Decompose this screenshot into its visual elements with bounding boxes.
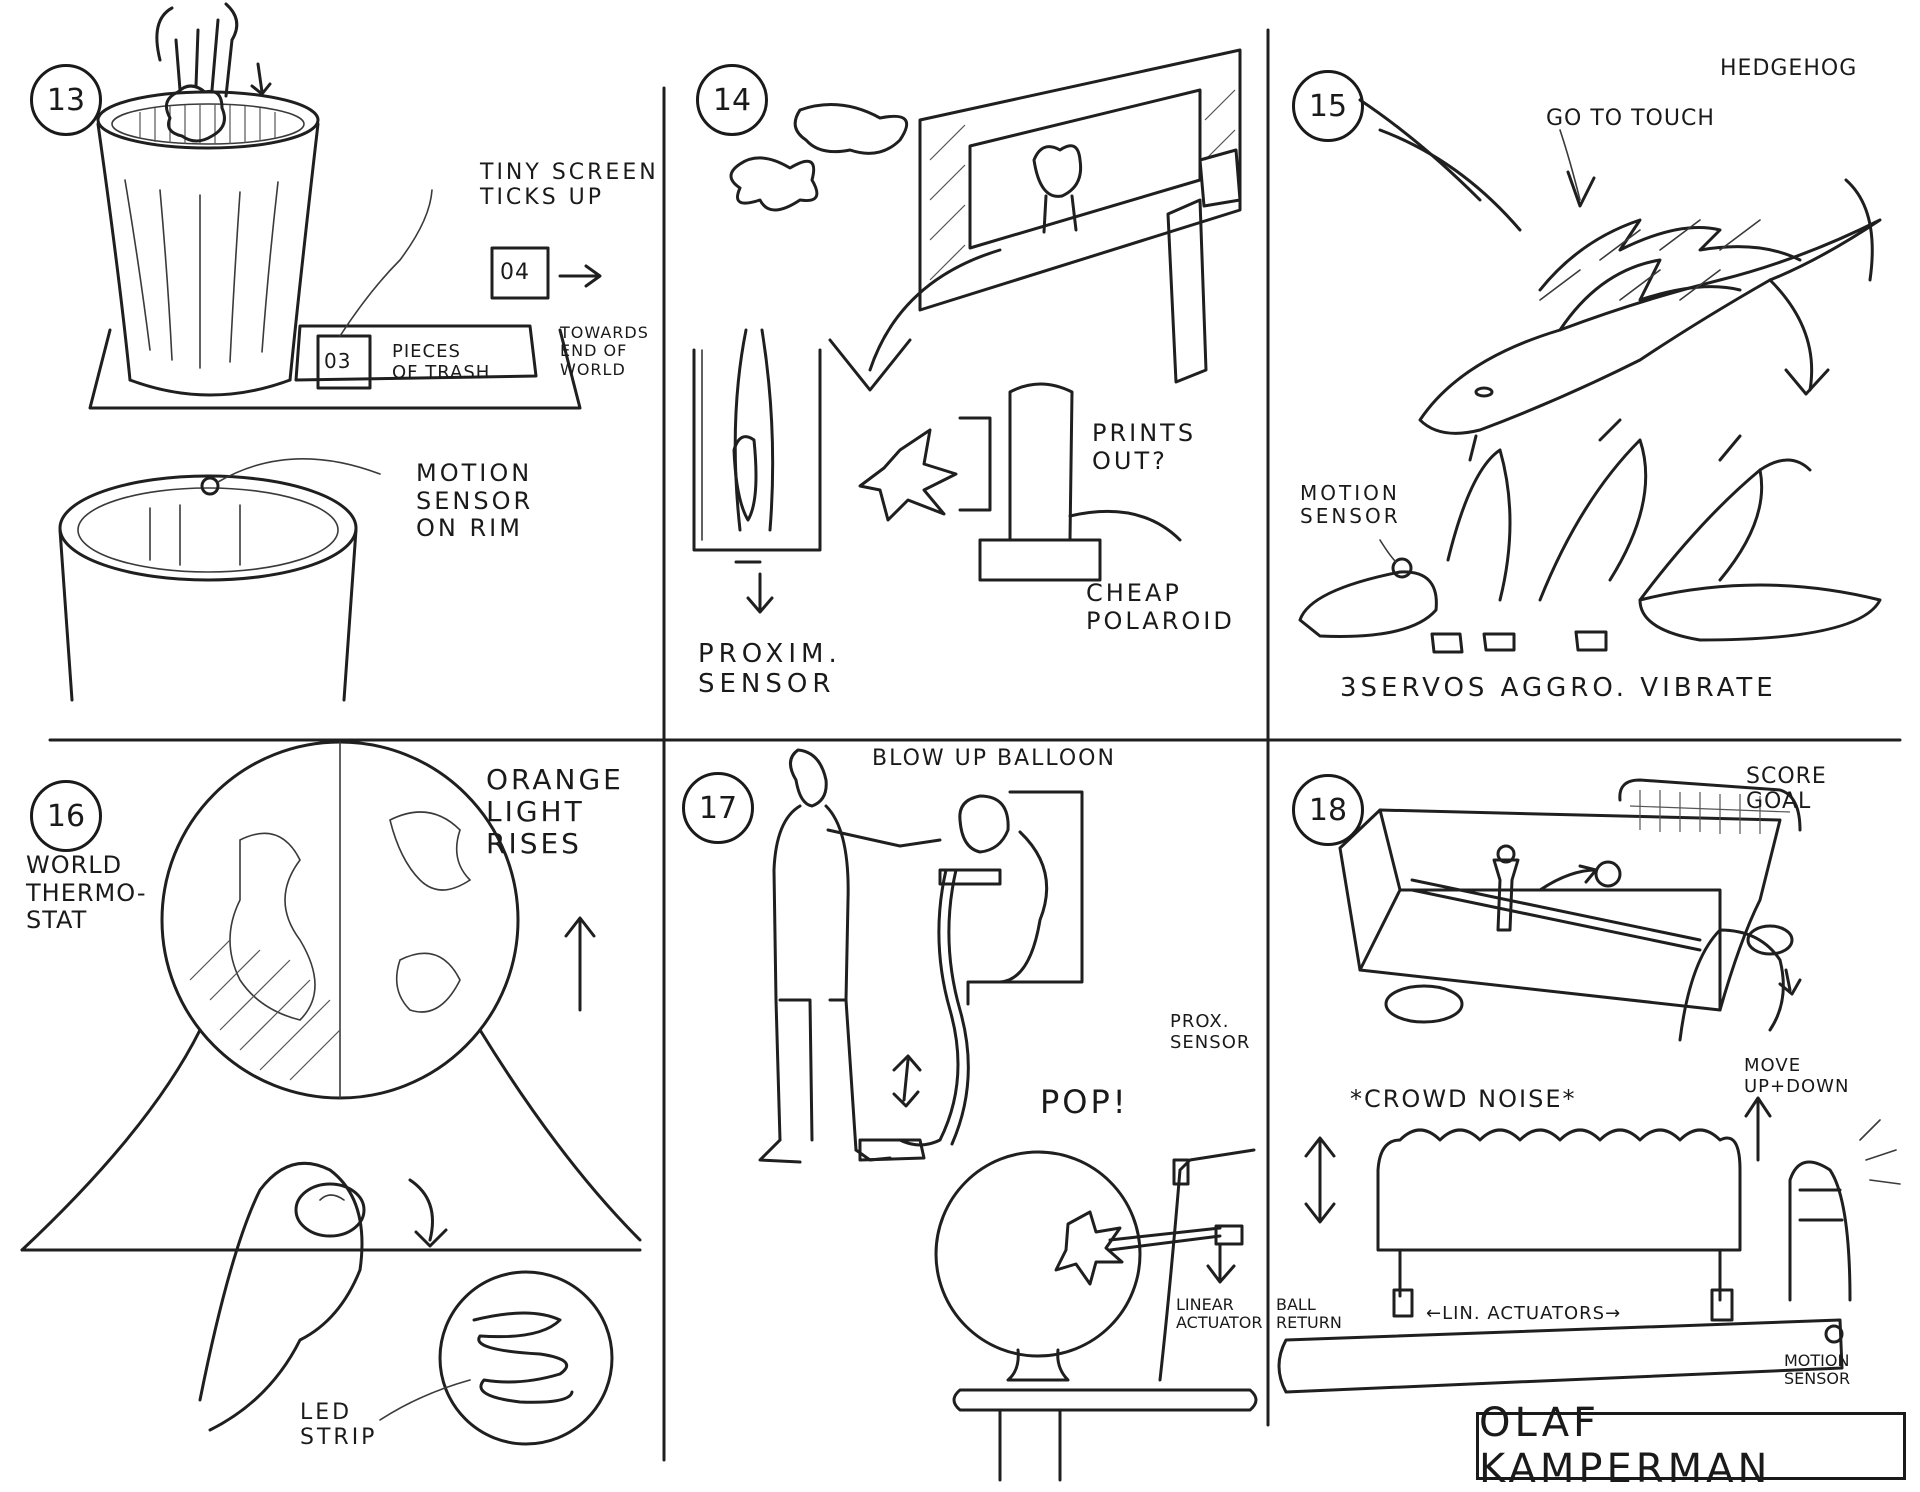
label-prox-sensor: PROX. SENSOR (1170, 1011, 1251, 1053)
panel-number-17: 17 (682, 772, 754, 844)
balloon-pump-drawing (758, 748, 1258, 1482)
label-hedgehog: HEDGEHOG (1720, 56, 1858, 81)
label-world-thermostat: WORLD THERMO- STAT (26, 851, 147, 935)
label-move-up-down: MOVE UP+DOWN (1744, 1055, 1850, 1097)
label-proxim-sensor: PROXIM. SENSOR (698, 639, 842, 699)
label-screen-note: TINY SCREEN TICKS UP (480, 160, 659, 211)
author-signature: OLAF KAMPERMAN (1476, 1400, 1906, 1492)
panel-number-15: 15 (1292, 70, 1364, 142)
label-motion-sensor-hedgehog: MOTION SENSOR (1300, 481, 1401, 528)
label-counter-caption: PIECES OF TRASH (392, 341, 491, 383)
label-counter-next: 04 (500, 260, 530, 285)
label-linear-actuator: LINEAR ACTUATOR (1176, 1295, 1263, 1333)
panel-number-13: 13 (30, 64, 102, 136)
trash-can-drawing (58, 2, 602, 702)
panel-dividers (48, 28, 1902, 1462)
label-pop: POP! (1040, 1083, 1129, 1121)
label-cheap-polaroid: CHEAP POLAROID (1086, 579, 1235, 635)
panel-number-14: 14 (696, 64, 768, 136)
label-lin-actuators: ←LIN. ACTUATORS→ (1426, 1303, 1622, 1324)
label-crowd-noise: *CROWD NOISE* (1350, 1085, 1577, 1113)
label-counter-current: 03 (324, 349, 352, 373)
label-prints-out: PRINTS OUT? (1092, 419, 1197, 475)
label-led-strip: LED STRIP (300, 1400, 378, 1451)
label-motion-sensor-goal: MOTION SENSOR (1784, 1351, 1851, 1389)
photo-booth-drawing (692, 48, 1242, 614)
label-go-to-touch: GO TO TOUCH (1546, 106, 1715, 131)
panel-number-18: 18 (1292, 774, 1364, 846)
globe-thermostat-drawing (20, 740, 642, 1446)
label-servos-vibrate: 3SERVOS AGGRO. VIBRATE (1340, 673, 1777, 703)
label-score-goal: SCORE GOAL (1746, 764, 1827, 815)
label-towards-end: TOWARDS END OF WORLD (560, 323, 649, 379)
label-blow-up-balloon: BLOW UP BALLOON (872, 746, 1116, 771)
label-ball-return: BALL RETURN (1276, 1295, 1342, 1333)
label-motion-sensor-rim: MOTION SENSOR ON RIM (416, 459, 534, 543)
hedgehog-drawing (1298, 98, 1882, 654)
panel-number-16: 16 (30, 780, 102, 852)
label-orange-light: ORANGE LIGHT RISES (486, 763, 624, 861)
foosball-table-drawing (1277, 778, 1901, 1394)
